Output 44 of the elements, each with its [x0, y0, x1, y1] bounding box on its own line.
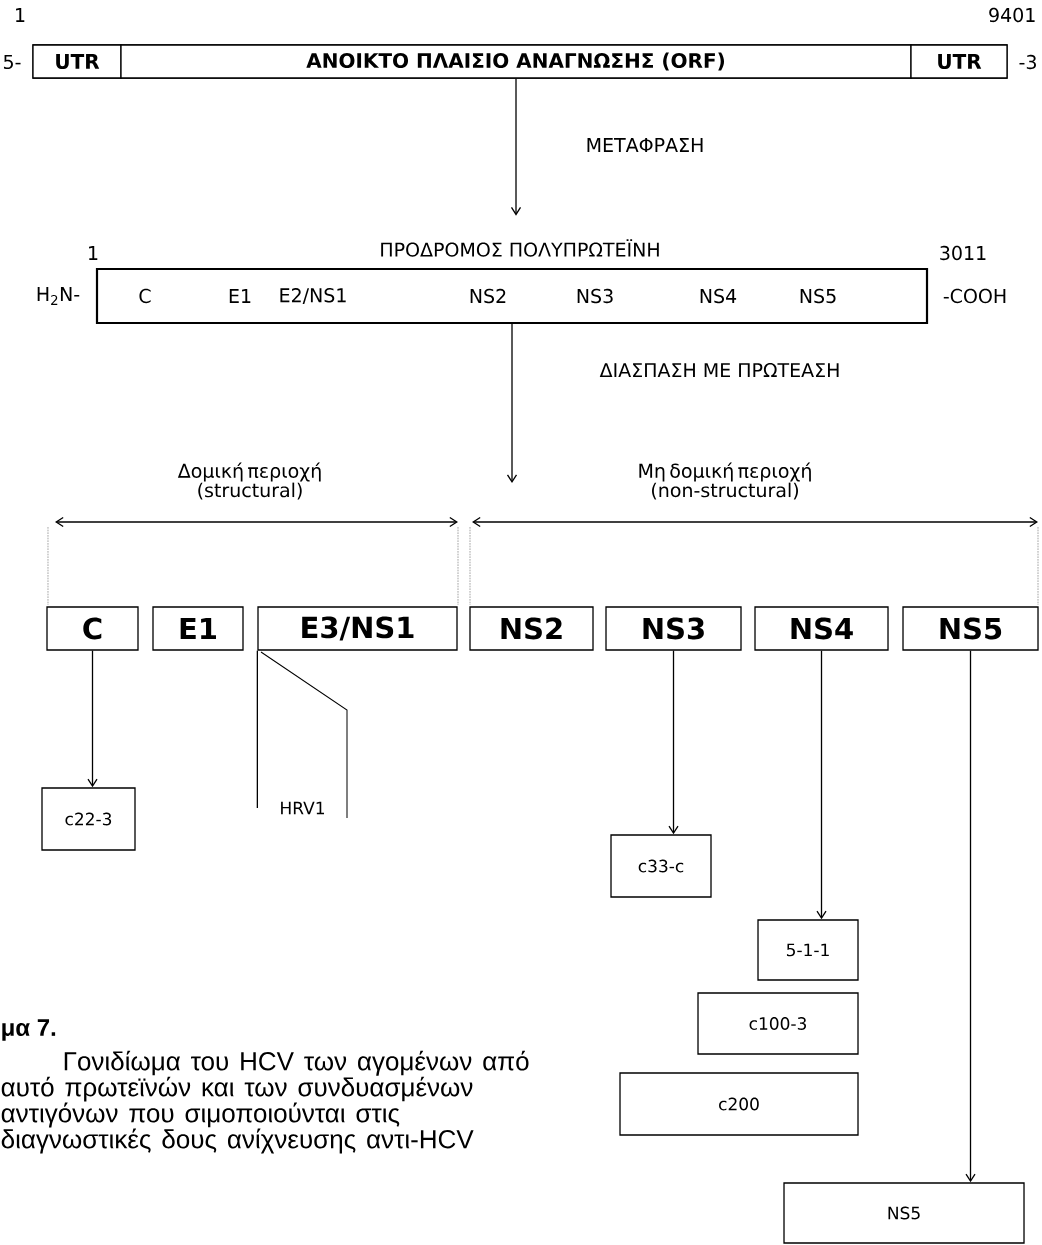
region-name: NS4	[700, 288, 737, 304]
protein-box: c33-c	[610, 834, 712, 898]
protein-box: C	[46, 606, 139, 651]
protein-box: c200	[619, 1072, 859, 1136]
protein-box: c22-3	[41, 787, 136, 851]
region-name: E2/NS1	[280, 288, 346, 304]
position-number: 1	[89, 246, 98, 260]
region-name: NS5	[800, 288, 836, 304]
position-number: 1	[16, 8, 25, 22]
position-number: 5-	[4, 54, 21, 70]
region-label: Μη δομική περιοχή (non-structural)	[639, 462, 811, 500]
arrow	[506, 323, 518, 484]
text-label: HRV1	[281, 801, 324, 815]
caption-text: Γονιδίωμα του HCV των αγομένων από αυτό πρωτεϊνών και των συνδυασμένων αντιγόνων που σιμοποιούνται στις διαγνωστικές δους ανίχνευσης αντι-HCV	[1, 1050, 529, 1154]
segment-box: UTR	[32, 44, 122, 79]
arrow	[510, 78, 522, 216]
protein-box: NS4	[754, 606, 889, 651]
protein-box: NS5	[783, 1182, 1025, 1244]
terminal-label: H$_{2}$N-	[37, 287, 80, 305]
segment-box: UTR	[910, 44, 1008, 79]
position-number: 9401	[989, 7, 1035, 23]
protein-box: NS3	[605, 606, 742, 651]
protein-box: E1	[152, 606, 244, 651]
region-name: E1	[229, 289, 251, 303]
position-number: 3011	[940, 245, 986, 261]
figure-number: μα 7.	[2, 1019, 56, 1041]
protein-box: NS5	[902, 606, 1039, 651]
arrow	[965, 650, 976, 1183]
arrow	[87, 650, 98, 788]
region-name: NS3	[577, 288, 613, 304]
terminal-label: -3	[1019, 54, 1036, 70]
protein-box: 5-1-1	[757, 919, 859, 981]
protein-box: E3/NS1	[257, 606, 458, 651]
terminal-label: -COOH	[943, 288, 1006, 304]
arrow	[668, 650, 679, 835]
region-label: Δομική περιοχή (structural)	[177, 462, 321, 500]
edge-label: ΔΙΑΣΠΑΣΗ ΜΕ ΠΡΩΤΕΑΣΗ	[597, 361, 843, 379]
protein-box: NS2	[469, 606, 594, 651]
arrow	[816, 650, 827, 920]
protein-box: c100-3	[697, 992, 859, 1055]
bar-title: ΠΡΟΔΡΟΜΟΣ ΠΟΛΥΠΡΩΤΕΪΝΗ	[381, 239, 659, 257]
region-name: C	[139, 288, 151, 304]
region-name: NS2	[470, 288, 506, 304]
edge-label: ΜΕΤΑΦΡΑΣΗ	[583, 136, 707, 154]
